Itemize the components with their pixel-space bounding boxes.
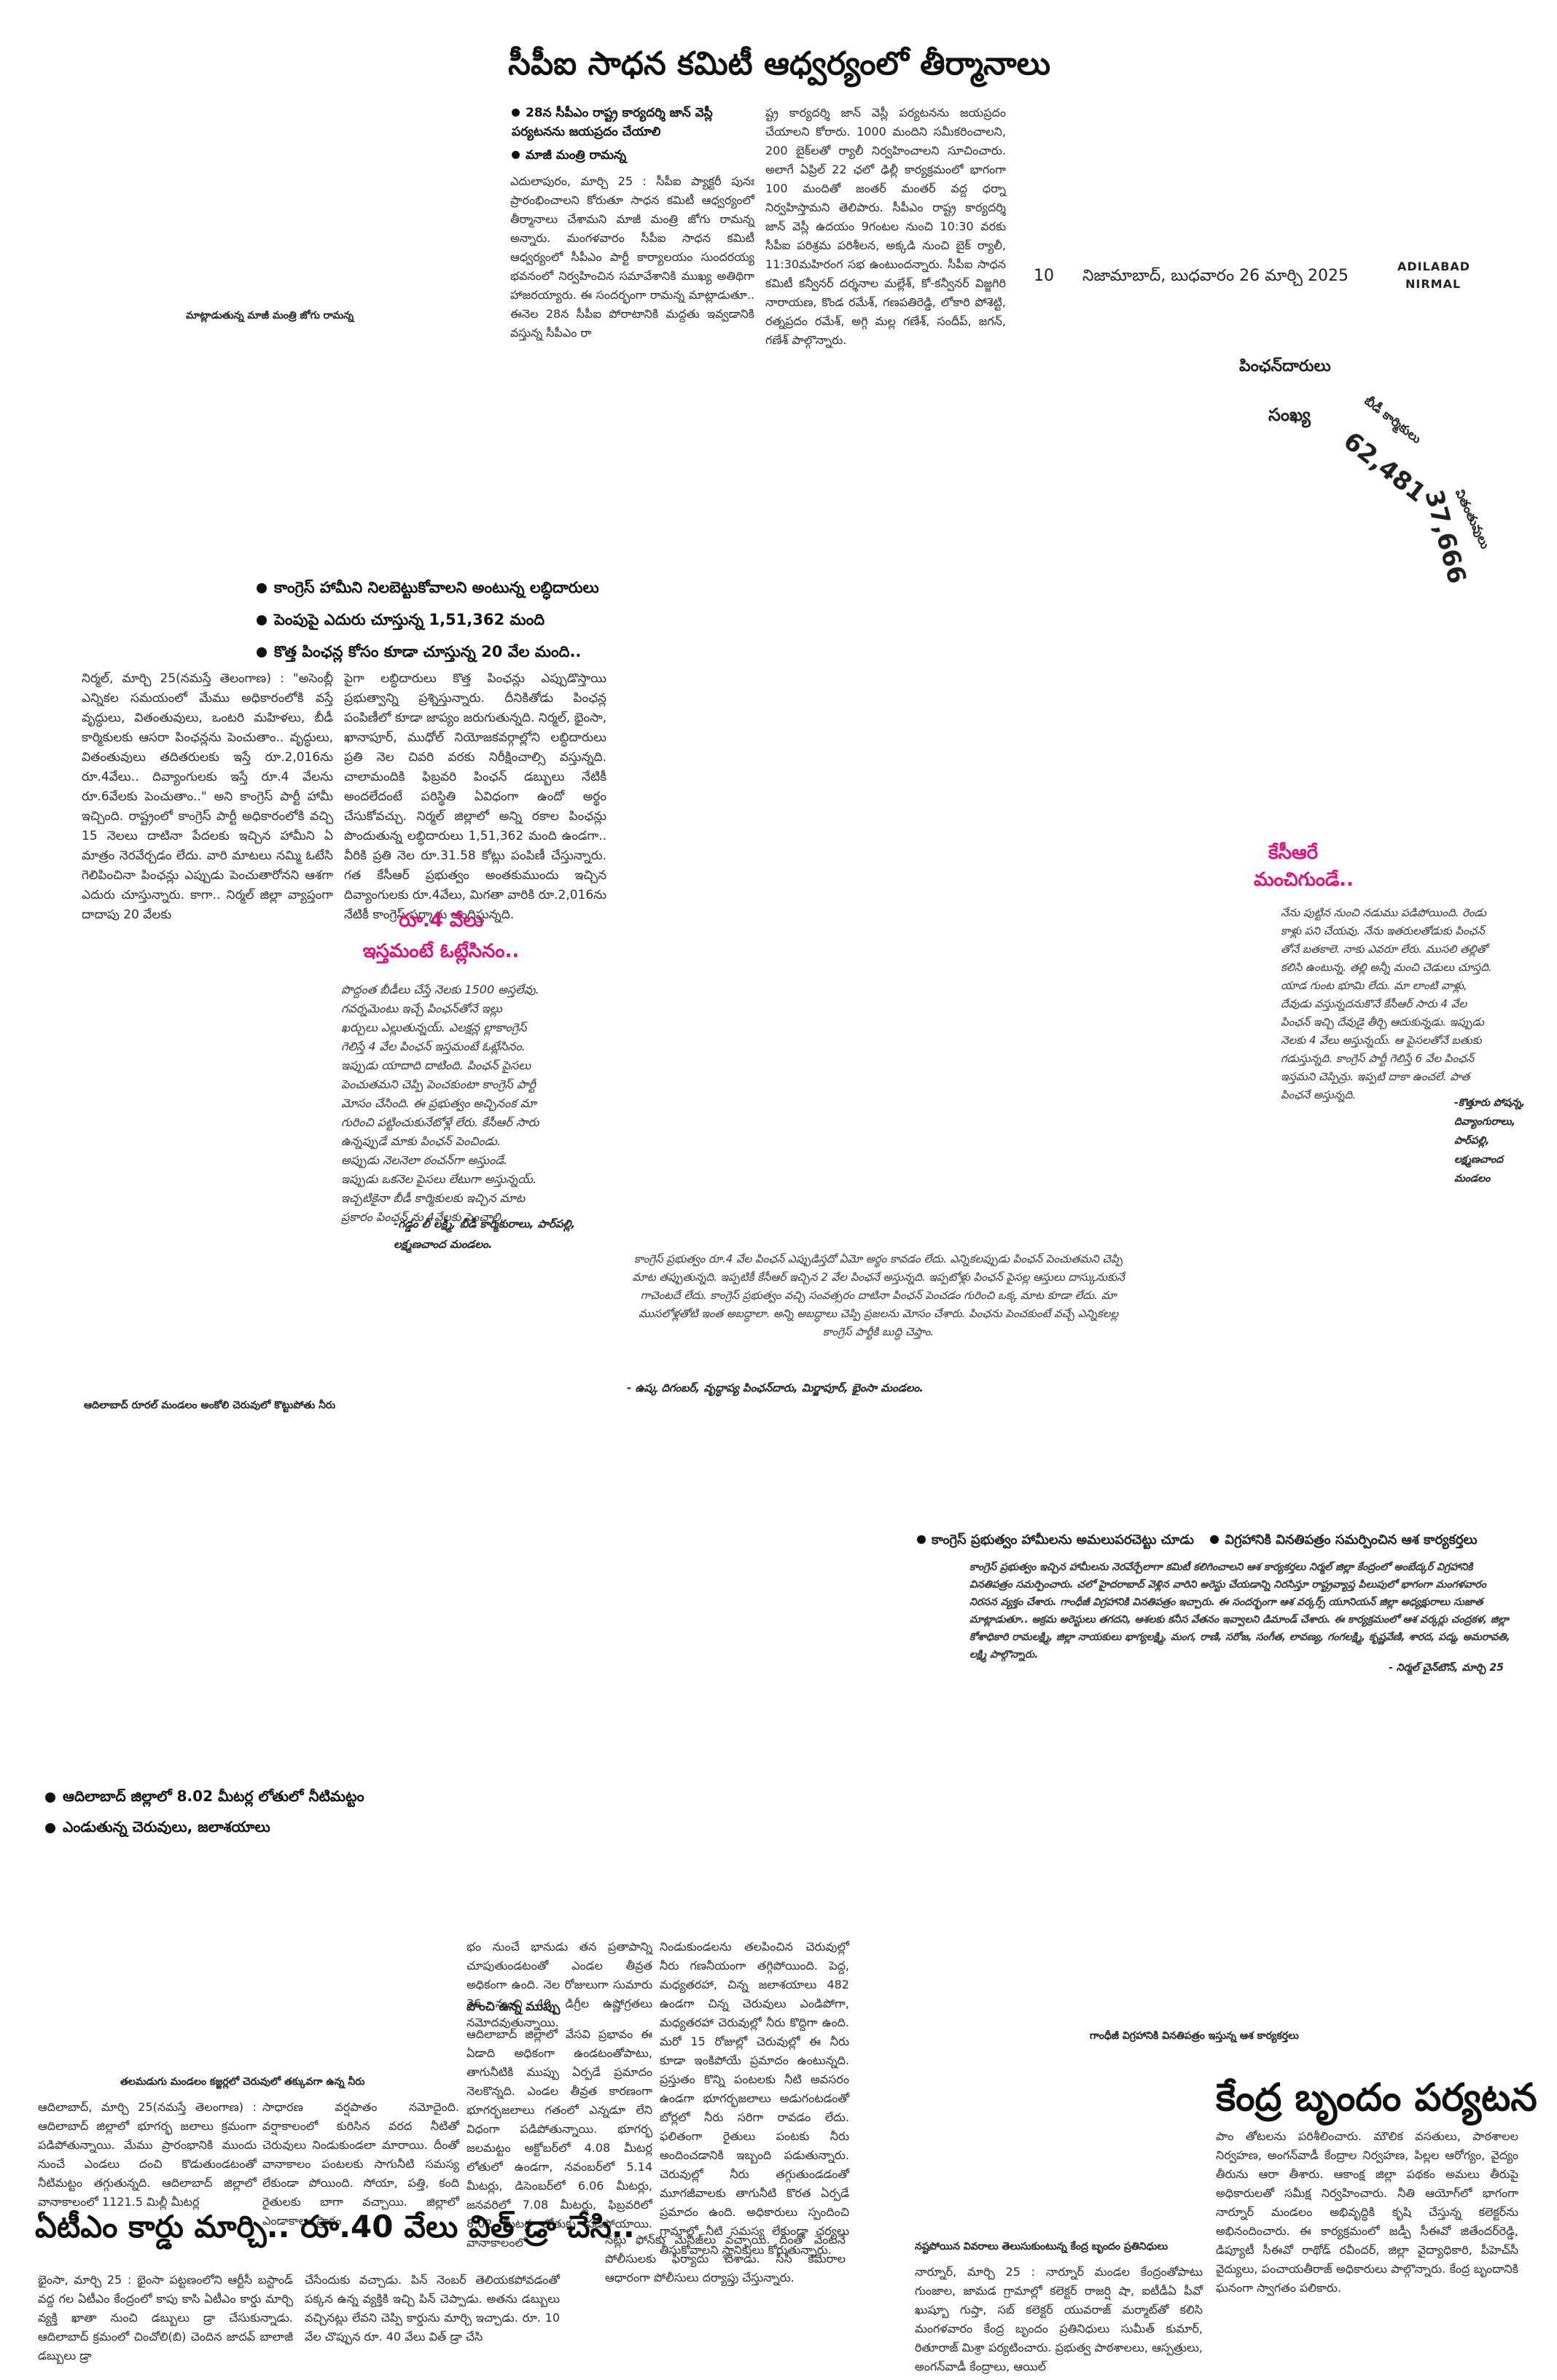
story4-subhead: పొంచి ఉన్న ముప్పు	[467, 1999, 561, 2014]
bullet-icon	[45, 1822, 55, 1833]
story6-body-left: నార్నూర్, మార్చి 25 : నార్నూర్ మండల కేంద…	[915, 2265, 1203, 2373]
quote1-signature-2: లక్ష్మణచాంద మండలం.	[394, 1238, 493, 1251]
story2-column-1: నిర్మల్, మార్చి 25(నమస్తే తెలంగాణ) : "అస…	[82, 671, 333, 922]
story1-bullets: 28న సీపీఎం రాష్ట్ర కార్యదర్శి జాన్ వెస్ల…	[512, 104, 752, 165]
quote2-body: నేను పుట్టిన నుంచి నడుము పడిపోయింది. రెం…	[1281, 906, 1492, 1101]
story2-bullet-3: కొత్త పింఛన్ల కోసం కూడా చూస్తున్న 20 వేల…	[257, 640, 581, 663]
bullet-icon	[917, 1535, 926, 1544]
page-number: 10	[1034, 267, 1054, 285]
tank-photo-caption: తలమడుగు మండలం కజ్జర్లలో చెరువులో తక్కువగ…	[120, 2076, 365, 2088]
bullet-icon	[257, 583, 267, 593]
bullet-icon	[45, 1792, 55, 1803]
photo-placeholder-icon	[22, 109, 488, 306]
story4-column-a: ఆదిలాబాద్, మార్చి 25(నమస్తే తెలంగాణ) : ఆ…	[38, 2100, 257, 2209]
bullet-icon	[1210, 1535, 1220, 1544]
story4-bullet-2: ఎండుతున్న చెరువులు, జలాశయాలు	[45, 1815, 270, 1838]
bullet-icon	[257, 615, 267, 625]
story5-column-2: చేసేందుకు వచ్చాడు. పిన్ నెంబర్ తెలియకపోవ…	[305, 2273, 560, 2344]
story5-headline: ఏటీఎం కార్డు మార్చి.. రూ.40 వేలు విత్ డ్…	[35, 2209, 635, 2244]
quote1-signature-1: -గడ్డం లీ లక్ష్మి, బీడీ కార్మికురాలు, పా…	[394, 1217, 576, 1230]
story4-column-c2: ఆదిలాబాద్ జిల్లాలో వేసవి ప్రభావం ఈ ఏడాది…	[467, 2027, 652, 2250]
story5-column-3: నట్లు ఫోన్‌కు మెసేజ్‌లు వచ్చాయి. దీంతో వ…	[605, 2233, 846, 2285]
story4-column-c: భం నుంచే భానుడు తన ప్రతాపాన్ని చూపుతుండట…	[467, 1940, 652, 2029]
story2-column-2: పైగా లబ్ధిదారులు కొత్త పింఛన్లు ఎప్పుడొస…	[344, 671, 606, 922]
story3-bullets: కాంగ్రెస్ ప్రభుత్వం హామీలను అమలుపరచెట్టు…	[917, 1532, 1478, 1550]
lake-photo-caption: ఆదిలాబాద్ రూరల్ మండలం అంకోలి చెరువులో కొ…	[84, 1400, 336, 1411]
quote2-title-1: కేసీఆరే	[1268, 842, 1318, 864]
story1-bullet-2: మాజీ మంత్రి రామన్న	[512, 146, 752, 165]
story1-headline: సీపీఐ సాధన కమిటీ ఆధ్వర్యంలో తీర్మానాలు	[508, 45, 1051, 82]
quote2-title-2: మంచిగుండే..	[1254, 869, 1354, 891]
edition-name-2: NIRMAL	[1405, 277, 1462, 291]
story6-body-right: పాం తోటలను పరిశీలించారు. మౌలిక వసతులు, ప…	[1216, 2129, 1518, 2295]
dateline: నిజామాబాద్, బుధవారం 26 మార్చి 2025	[1082, 267, 1349, 285]
atm-photo-caption: నష్టపోయిన వివరాలు తెలుసుకుంటున్న కేంద్ర …	[915, 2241, 1168, 2252]
edition-name-1: ADILABAD	[1397, 260, 1471, 273]
quote2-signature: -కొత్తూరు పోషన్న, దివ్యాంగురాలు, పార్‌పల…	[1454, 1097, 1526, 1185]
story3-body: కాంగ్రెస్ ప్రభుత్వం ఇచ్చిన హామీలను నెరవే…	[969, 1561, 1510, 1661]
quote1-body: పొద్దంత బీడీలు చేస్తే నెలకు 1500 అస్తలేవ…	[341, 983, 539, 1224]
story3-signature: - నిర్మల్ చైన్‌టౌన్, మార్చి 25	[1389, 1662, 1504, 1674]
infographic-title: పింఛన్‌దారులు	[1239, 357, 1331, 375]
story1-body-right: ష్ట్ర కార్యదర్శి జాన్ వెస్లీ పర్యటనను జయ…	[765, 106, 1006, 347]
quote1-title-1: రూ.4 వేలు	[399, 910, 483, 932]
story4-column-b: సాధారణ వర్షపాతం నమోదైంది. వర్షాకాలంలో కు…	[262, 2100, 459, 2228]
quote3-signature: - ఉష్క దిగంబర్, వృద్ధాప్య పింఛన్‌దారు, మ…	[627, 1381, 924, 1394]
story5-column-1: భైంసా, మార్చి 25 : భైంసా పట్టణంలోని ఆర్ట…	[38, 2273, 293, 2363]
story1-photo	[22, 109, 488, 306]
story1-bullet-1: 28న సీపీఎం రాష్ట్ర కార్యదర్శి జాన్ వెస్ల…	[512, 106, 713, 139]
bullet-icon	[512, 109, 520, 117]
quote1-title-2: ఇస్తమంటే ఓట్లేసినం..	[362, 940, 520, 962]
story6-headline: కేంద్ర బృందం పర్యటన	[1216, 2076, 1537, 2120]
story4-bullet-1: ఆదిలాబాద్ జిల్లాలో 8.02 మీటర్ల లోతులో నీ…	[45, 1784, 364, 1808]
story4-column-d: నిండుకుండలను తలపించిన చెరువుల్లో నీరు గణ…	[660, 1940, 849, 2257]
story1-photo-caption: మాట్లాడుతున్న మాజీ మంత్రి జోగు రామన్న	[186, 310, 354, 321]
bullet-icon	[257, 647, 267, 658]
quote3-body: కాంగ్రెస్ ప్రభుత్వం రూ.4 వేల పింఛన్ ఎప్ప…	[632, 1252, 1125, 1338]
statue-photo-caption: గాంధీజీ విగ్రహానికి వినతిపత్రం ఇస్తున్న …	[1090, 2030, 1299, 2042]
story1-body-left: ఎదులాపురం, మార్చి 25 : సీపీఐ ప్యాక్టరీ ప…	[510, 174, 754, 340]
story2-bullet-2: పెంపుపై ఎదురు చూస్తున్న 1,51,362 మంది	[257, 608, 545, 631]
infographic-count-label: సంఖ్య	[1268, 405, 1311, 425]
story2-bullet-1: కాంగ్రెస్ హామీని నిలబెట్టుకోవాలని అంటున్…	[257, 576, 599, 599]
bullet-icon	[512, 151, 520, 159]
